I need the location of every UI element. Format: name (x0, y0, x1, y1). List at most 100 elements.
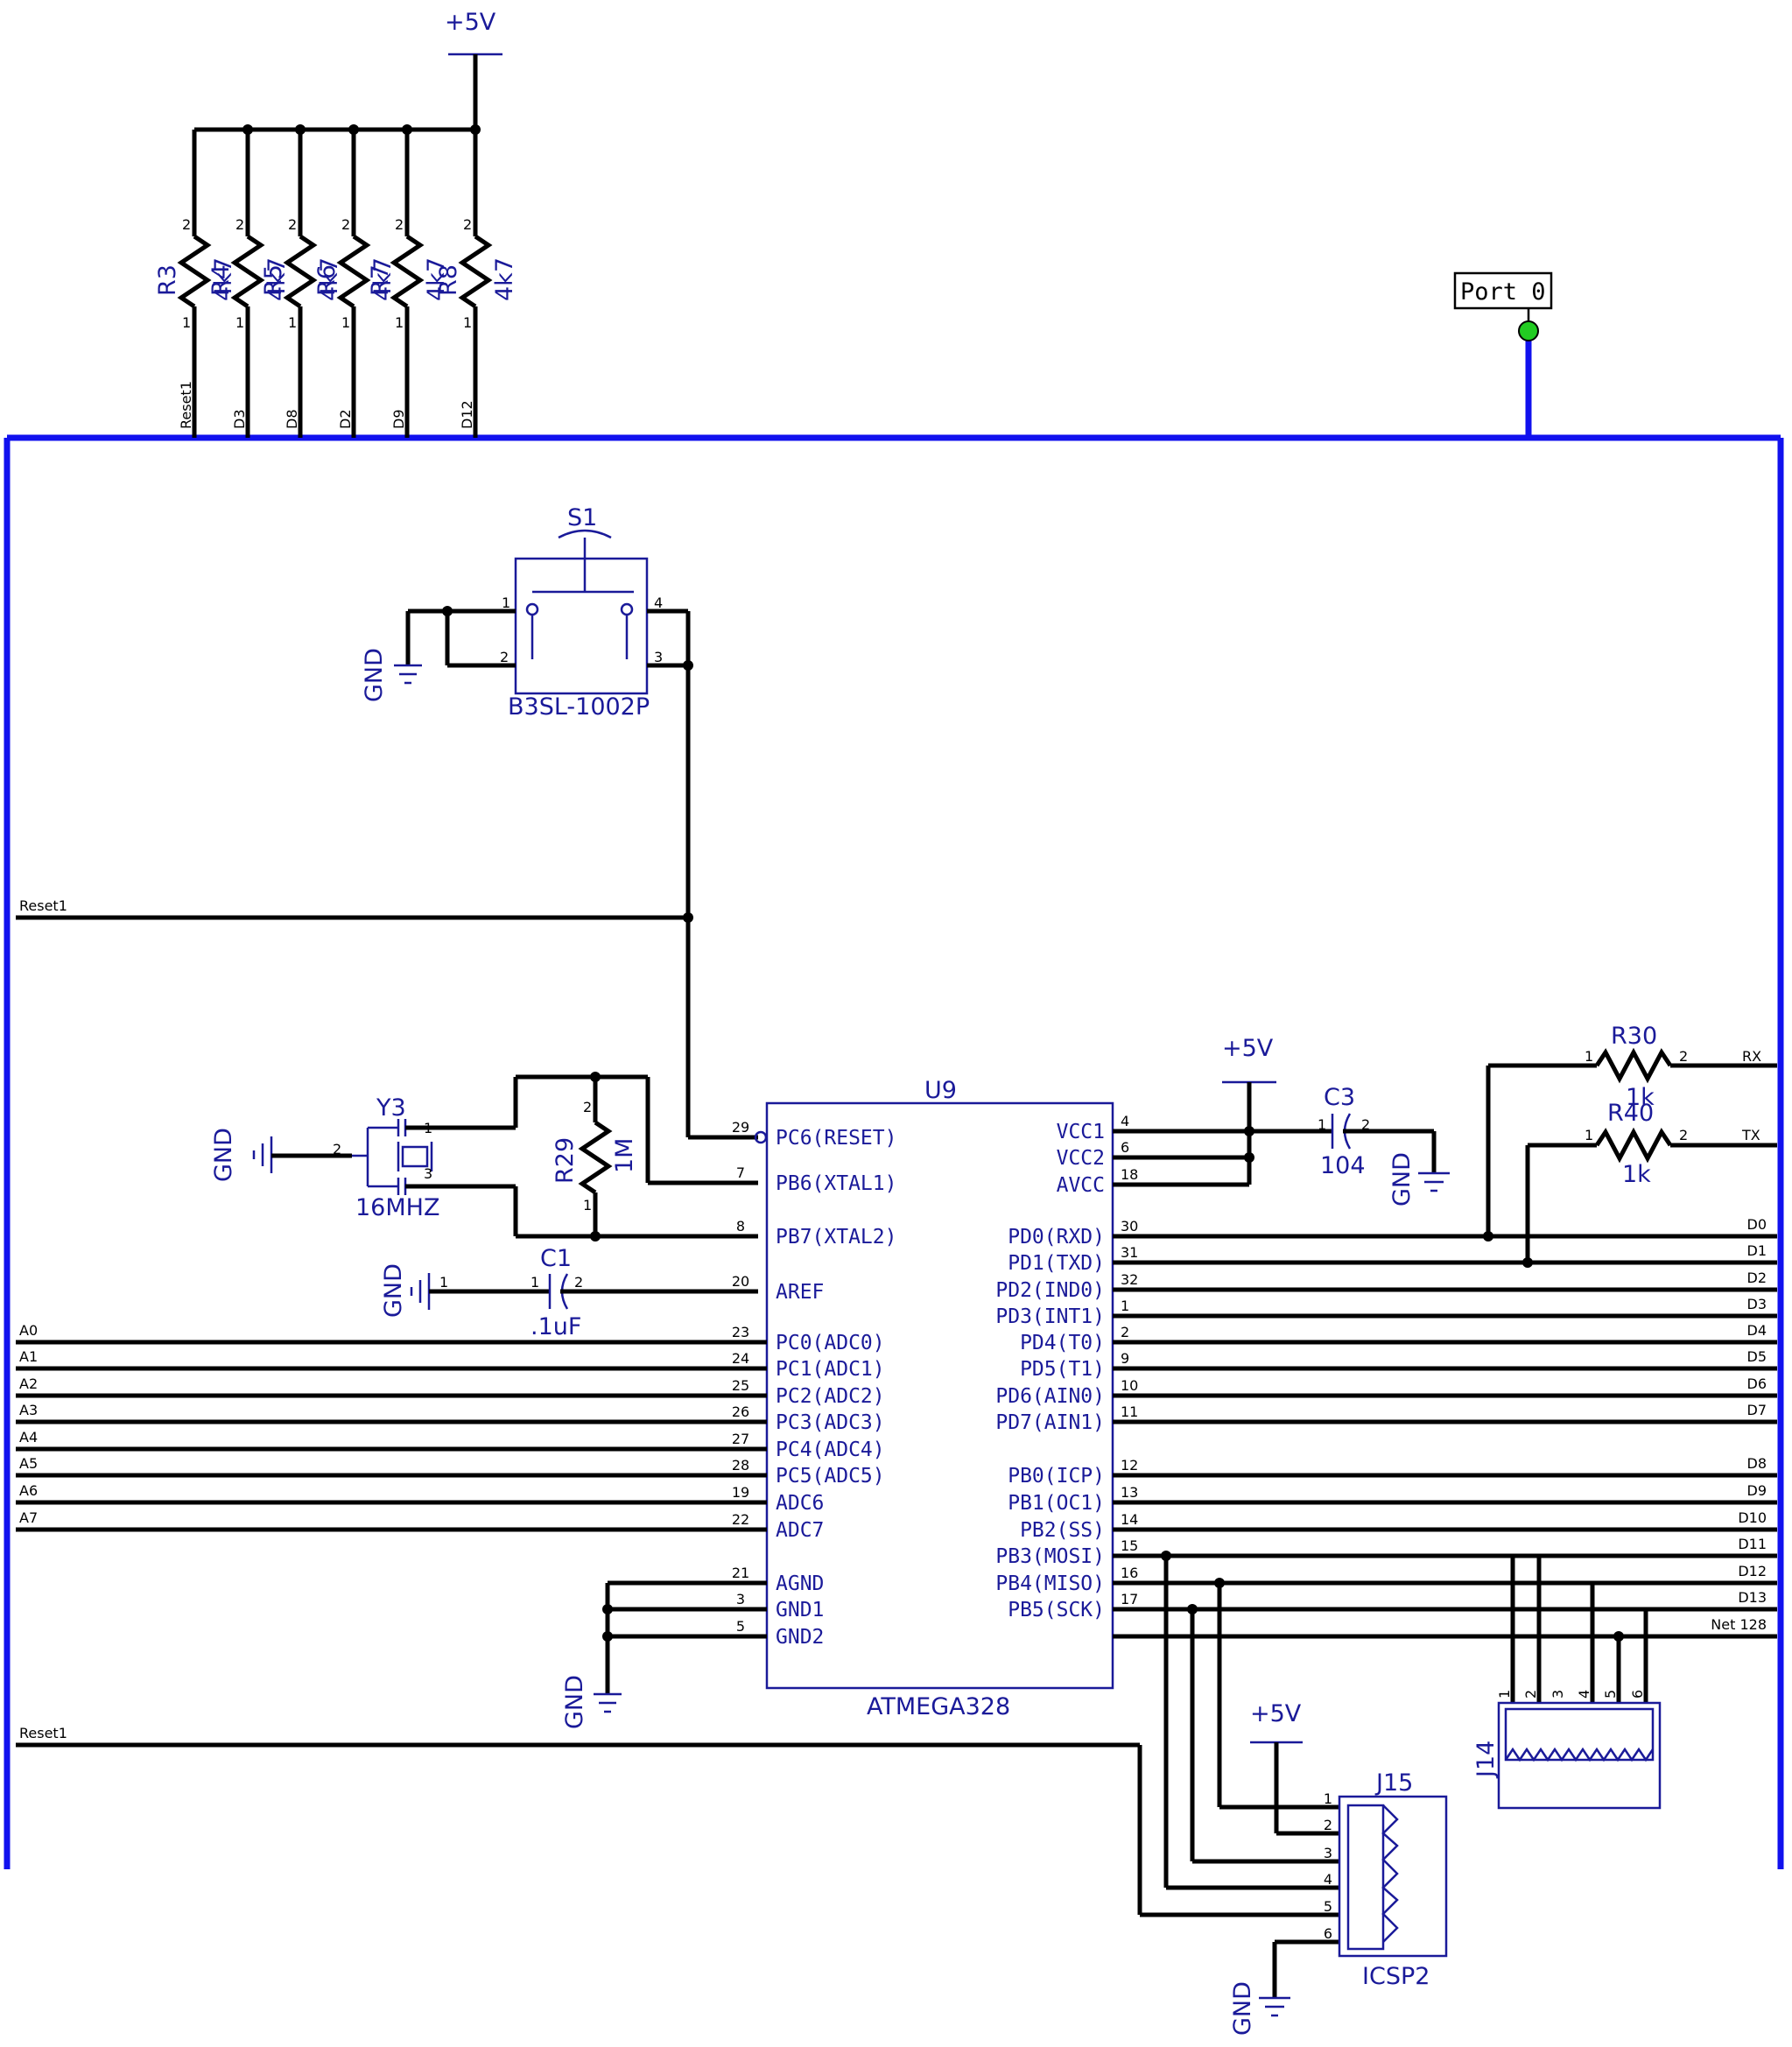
resistor-value: 4k7 (264, 257, 291, 301)
resistor-r29[interactable]: R29 1M 2 1 (552, 1077, 638, 1236)
svg-text:1: 1 (1585, 1048, 1593, 1065)
svg-text:7: 7 (736, 1164, 745, 1181)
resistor-ref: R8 (435, 264, 462, 296)
svg-text:AVCC: AVCC (1057, 1174, 1105, 1197)
svg-text:PC3(ADC3): PC3(ADC3) (776, 1411, 885, 1434)
svg-text:3: 3 (424, 1165, 432, 1182)
svg-text:PB2(SS): PB2(SS) (1020, 1519, 1105, 1542)
svg-text:23: 23 (732, 1324, 749, 1340)
svg-text:D4: D4 (1747, 1322, 1767, 1339)
svg-text:14: 14 (1121, 1511, 1138, 1528)
resistor-value: 4k7 (423, 257, 450, 301)
j15-part: ICSP2 (1362, 1963, 1430, 1990)
svg-text:D13: D13 (1738, 1589, 1767, 1606)
pin-2: 2 (463, 216, 472, 233)
reset-switch-s1[interactable]: S1 B3SL-1002P 1 2 4 3 (500, 504, 663, 721)
j15-pin-6: 6 (1324, 1925, 1332, 1942)
right-net-d0: D0 (1113, 1216, 1777, 1239)
svg-text:5: 5 (736, 1618, 745, 1635)
u9-right-pins: 4VCC16VCC218AVCC30PD0(RXD)31PD1(TXD)32PD… (995, 1113, 1138, 1621)
svg-text:PB5(SCK): PB5(SCK) (1008, 1599, 1105, 1621)
r29-value: 1M (611, 1138, 638, 1173)
svg-text:PB1(OC1): PB1(OC1) (1008, 1492, 1105, 1515)
right-net-d9: D9 (1113, 1482, 1777, 1505)
gnd-label-icsp: GND (1229, 1981, 1256, 2036)
svg-text:A2: A2 (19, 1375, 38, 1392)
svg-text:18: 18 (1121, 1166, 1138, 1183)
svg-text:A7: A7 (19, 1509, 38, 1526)
r40-value: 1k (1622, 1161, 1651, 1188)
left-net-a3: A3 (16, 1402, 767, 1424)
reset1-bottom-wire (16, 1742, 1339, 1917)
spi-wiring: +5V GND (1113, 1551, 1777, 2036)
svg-text:D12: D12 (1738, 1563, 1767, 1579)
port-0[interactable]: Port 0 (1453, 271, 1553, 341)
j14-ref: J14 (1472, 1741, 1500, 1779)
svg-text:A4: A4 (19, 1429, 38, 1446)
svg-text:8: 8 (736, 1218, 745, 1235)
j14-pin-1: 1 (1496, 1690, 1513, 1699)
svg-text:24: 24 (732, 1350, 749, 1367)
gnd-label-s1: GND (361, 648, 388, 702)
svg-text:D8: D8 (1747, 1455, 1767, 1472)
crystal-y3: Y3 16MHZ GND 2 1 3 (210, 1072, 758, 1242)
svg-text:2: 2 (1121, 1324, 1129, 1340)
j15-pin-5: 5 (1324, 1898, 1332, 1915)
svg-text:ADC7: ADC7 (776, 1519, 824, 1542)
pullup-resistors: +5V (194, 9, 502, 135)
svg-text:PB0(ICP): PB0(ICP) (1008, 1465, 1105, 1488)
resistor-value: 4k7 (316, 257, 343, 301)
capacitor-c1[interactable]: GND C1 .1uF 1 1 2 (380, 1245, 758, 1340)
svg-text:30: 30 (1121, 1218, 1138, 1235)
u9-part: ATMEGA328 (867, 1693, 1010, 1720)
connector-j15[interactable]: J15 ICSP2 (1338, 1769, 1448, 1990)
left-net-a1: A1 (16, 1348, 767, 1371)
right-net-d3: D3 (1113, 1296, 1777, 1319)
j14-pin-2: 2 (1522, 1690, 1539, 1699)
resistor-r30[interactable]: R30 1k 1 2 RX (1488, 1023, 1777, 1111)
resistor-value: 4k7 (210, 257, 237, 301)
svg-text:17: 17 (1121, 1591, 1138, 1607)
right-net-d2: D2 (1113, 1270, 1777, 1292)
svg-text:PB7(XTAL2): PB7(XTAL2) (776, 1226, 896, 1249)
right-net-d5: D5 (1113, 1348, 1777, 1371)
u9-gnd-wiring: GND (561, 1580, 767, 1729)
pin-2: 2 (288, 216, 297, 233)
svg-text:PC1(ADC1): PC1(ADC1) (776, 1358, 885, 1381)
svg-text:27: 27 (732, 1431, 749, 1447)
resistor-value: 4k7 (369, 257, 397, 301)
j15-pin-3: 3 (1324, 1845, 1332, 1861)
svg-text:2: 2 (1679, 1127, 1688, 1143)
gnd-label-u9: GND (561, 1675, 588, 1729)
resistor-ref: R4 (207, 264, 235, 296)
power-label-mid: +5V (1222, 1035, 1274, 1062)
svg-text:1: 1 (1585, 1127, 1593, 1143)
svg-text:32: 32 (1121, 1271, 1138, 1288)
port-0-label: Port 0 (1460, 278, 1546, 306)
svg-text:D7: D7 (1747, 1402, 1767, 1418)
j14-pin-3: 3 (1550, 1690, 1566, 1699)
connector-j14[interactable]: J14 (1472, 1701, 1662, 1810)
svg-text:PD6(AIN0): PD6(AIN0) (995, 1385, 1105, 1408)
